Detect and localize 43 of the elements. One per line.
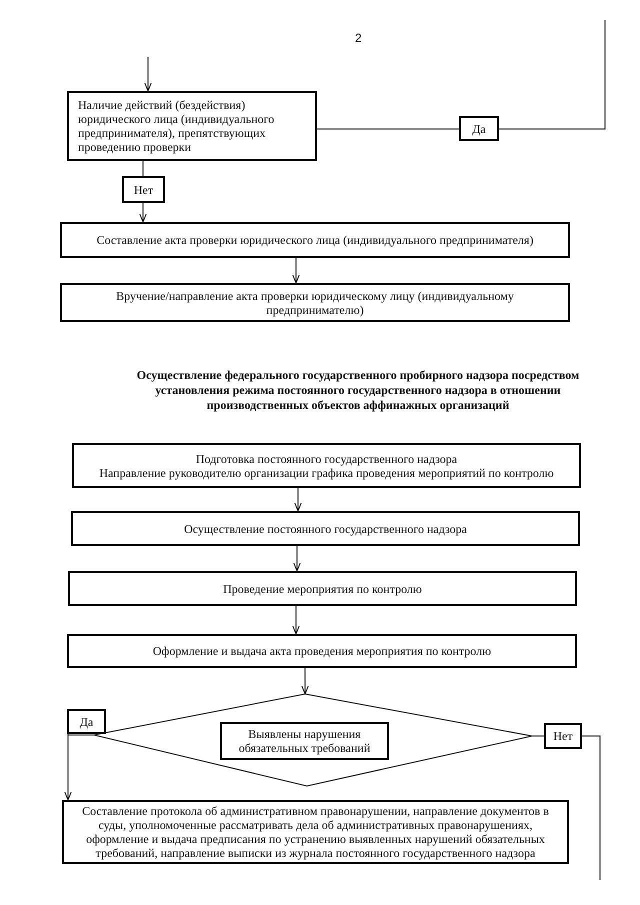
arrow — [292, 606, 300, 634]
connector-line — [68, 734, 94, 736]
branch-text: Да — [80, 714, 94, 728]
box-text: Направление руководителю организации графика проведения мероприятий по контролю — [99, 466, 554, 480]
branch-label — [122, 176, 165, 203]
process-box — [67, 634, 577, 668]
arrow — [294, 488, 302, 512]
connector-line — [582, 736, 600, 880]
arrow — [292, 258, 300, 284]
branch-text: Нет — [553, 729, 573, 743]
branch-label — [544, 723, 582, 749]
box-text: Подготовка постоянного государственного надзора — [196, 452, 458, 466]
box-text: Осуществление постоянного государственного надзора — [184, 522, 467, 536]
decision-diamond — [94, 694, 532, 786]
connector-line — [498, 20, 606, 130]
branch-label — [459, 116, 499, 141]
condition-box — [67, 91, 317, 161]
box-text: Выявлены нарушения обязательных требований — [238, 727, 372, 755]
connector-line — [142, 160, 144, 176]
box-text: Составление акта проверки юридического лица (индивидуального предпринимателя) — [96, 233, 534, 247]
process-box — [68, 571, 577, 606]
box-text: Оформление и выдача акта проведения мероприятия по контролю — [152, 644, 492, 658]
section-title: Осуществление федерального государственного пробирного надзора посредством установления режима постоянного государственного надзора в отношении производственных объектов аффинажных организаций — [136, 368, 580, 413]
connector-line — [316, 128, 460, 130]
branch-text: Нет — [134, 182, 154, 196]
box-text: Вручение/направление акта проверки юридическому лицу (индивидуальному предпринимателю) — [115, 288, 515, 316]
arrow — [144, 56, 152, 92]
process-box — [71, 511, 580, 546]
process-box — [60, 283, 570, 322]
process-box — [60, 222, 570, 258]
process-box — [62, 800, 569, 864]
box-text: Проведение мероприятия по контролю — [223, 582, 422, 596]
branch-text: Да — [472, 122, 486, 136]
box-text: Составление протокола об административном правонарушении, направление документов в суды, уполномоченные рассматривать дела об административных правонарушениях, оформление и выдача предписания по устранению выявленных нарушений обязательных требований, направление выписки из журнала постоянного государственного надзора — [81, 804, 550, 860]
arrow — [301, 668, 309, 694]
arrow — [293, 546, 301, 572]
arrow — [139, 202, 147, 222]
page-number: 2 — [355, 31, 362, 45]
branch-label — [67, 709, 106, 734]
process-box — [72, 443, 581, 488]
arrow — [64, 734, 72, 800]
condition-box — [220, 722, 389, 760]
box-text: Наличие действий (бездействия) юридического лица (индивидуального предпринимателя), препятствующих проведению проверки — [78, 98, 276, 154]
